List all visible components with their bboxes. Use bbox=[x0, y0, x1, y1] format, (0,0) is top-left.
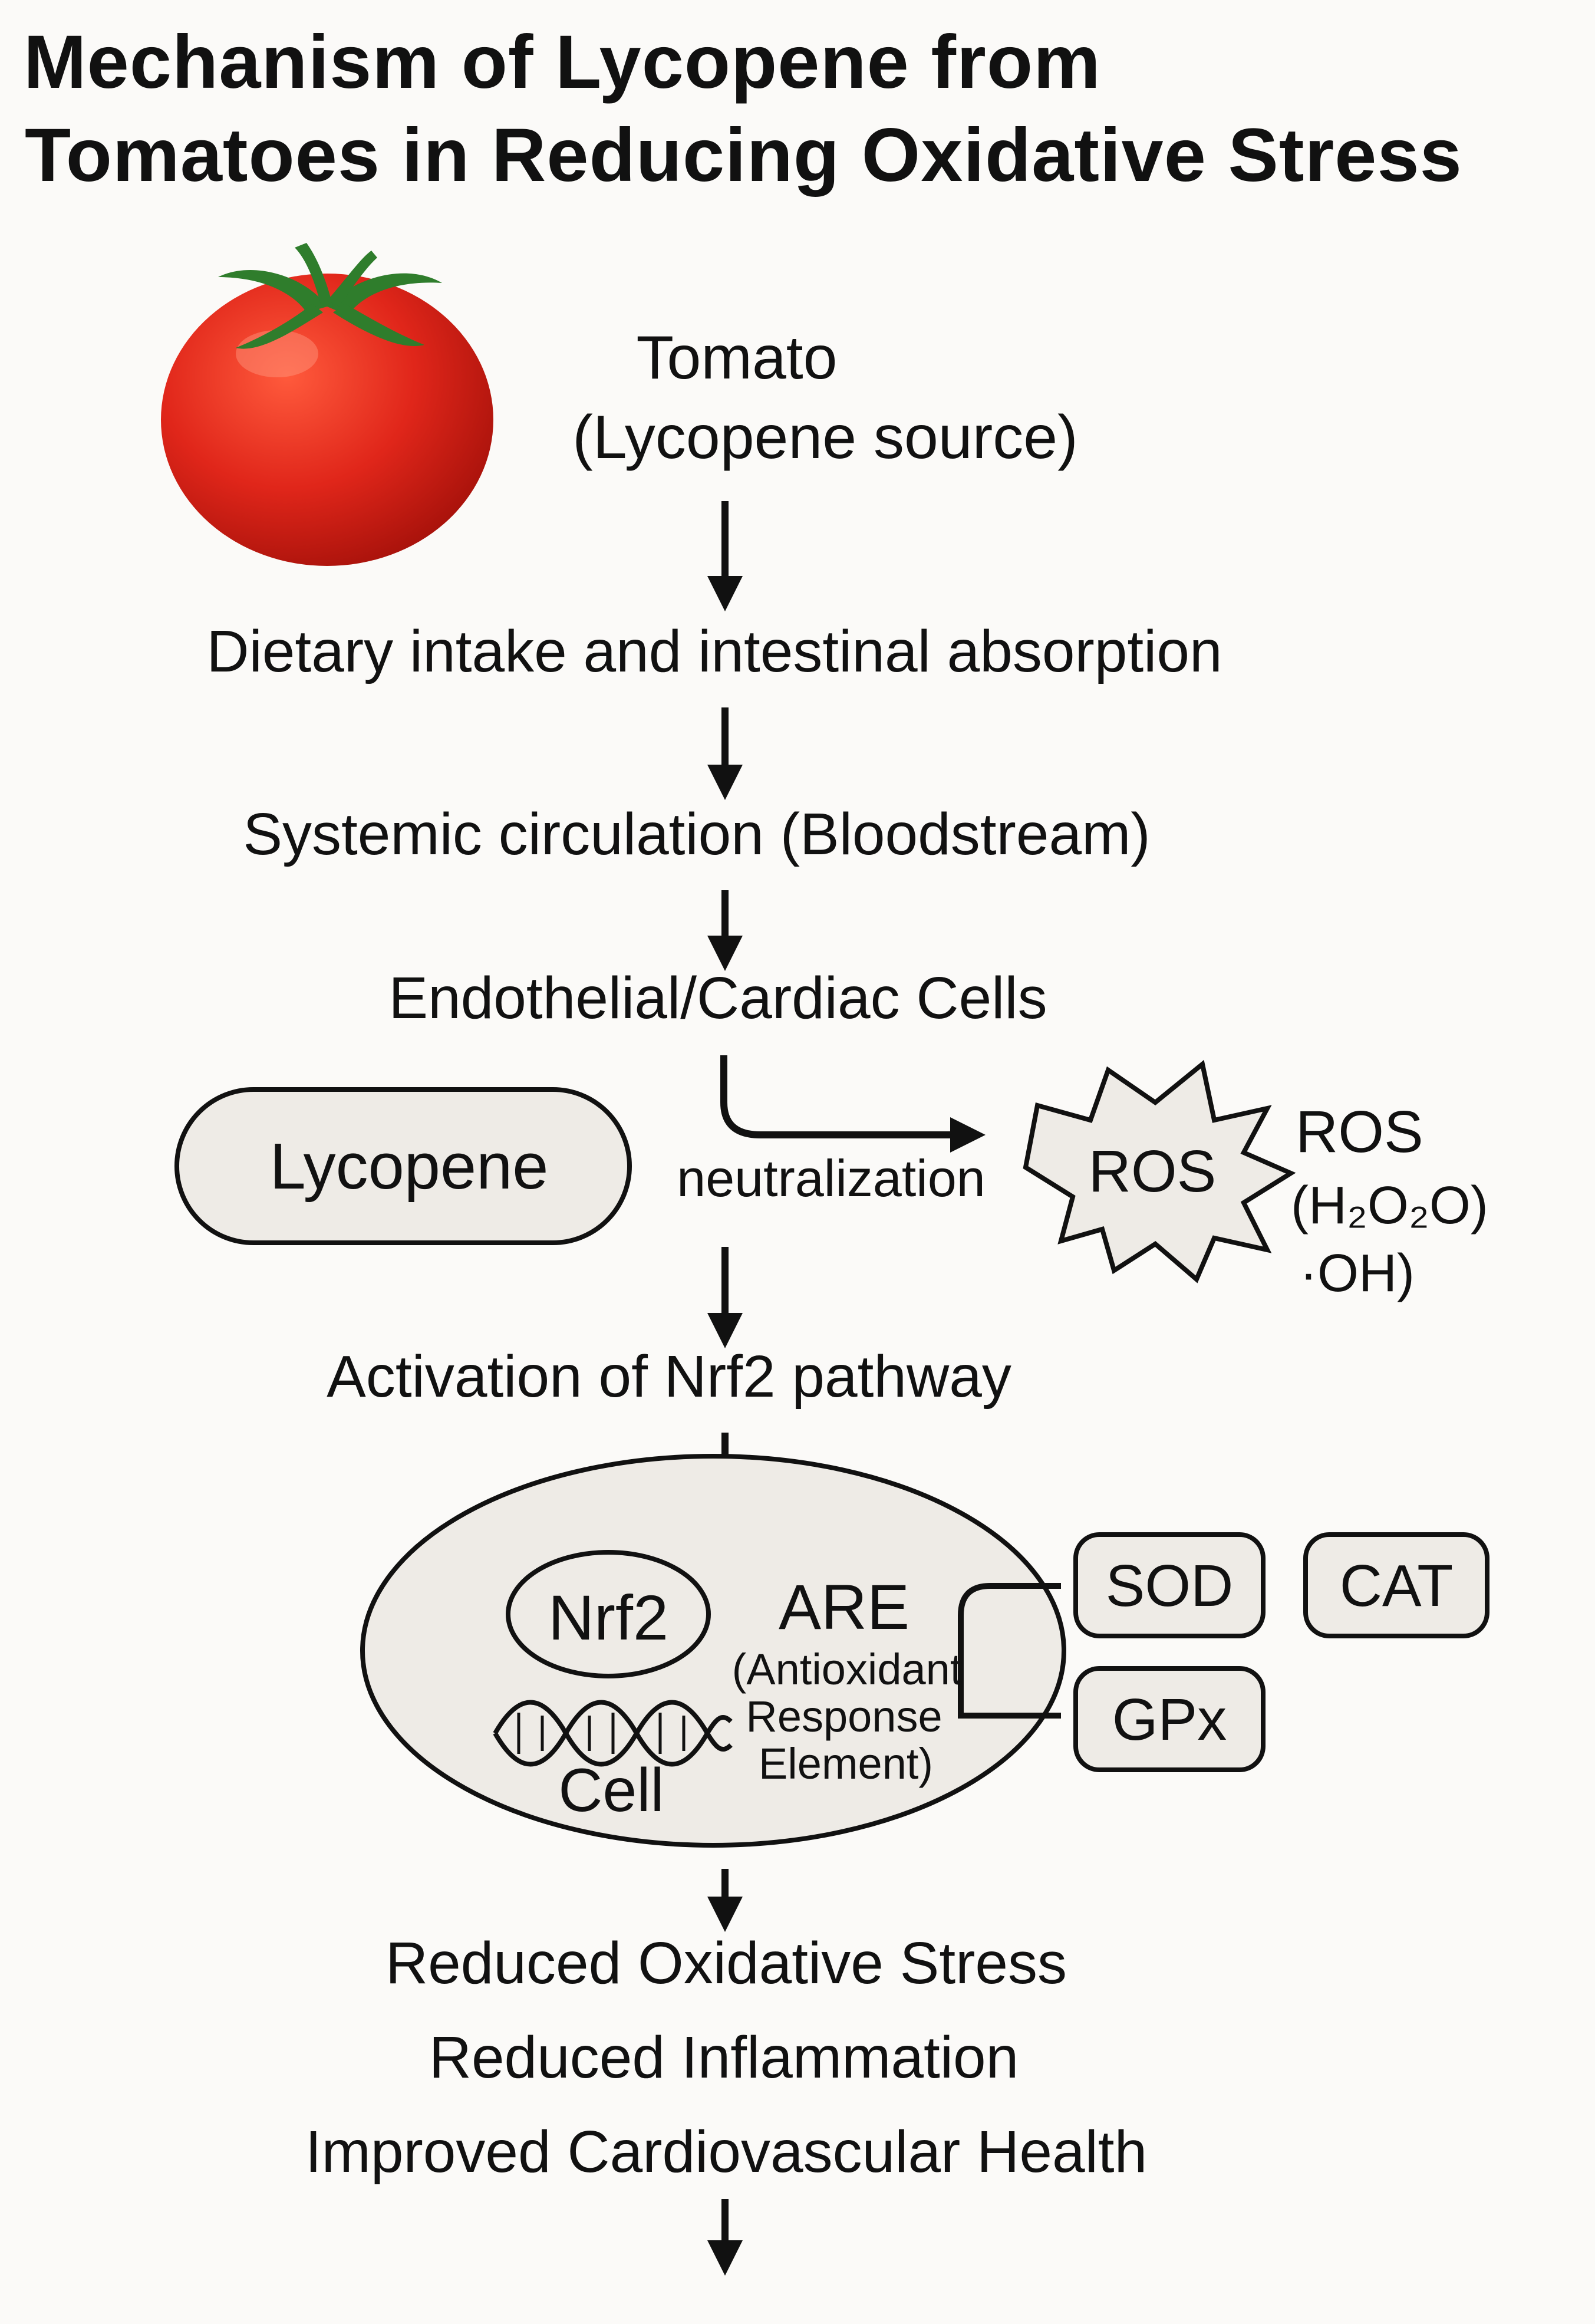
neutralization-label: neutralization bbox=[677, 1149, 986, 1207]
are-desc-line-2: Response bbox=[746, 1692, 943, 1741]
cat-label: CAT bbox=[1339, 1553, 1454, 1619]
are-label: ARE bbox=[778, 1571, 910, 1642]
step-endothelial-cells: Endothelial/Cardiac Cells bbox=[388, 965, 1047, 1031]
cell-ellipse bbox=[360, 1454, 1066, 1848]
lycopene-pill-shape bbox=[174, 1087, 632, 1245]
title-line-2: Tomatoes in Reducing Oxidative Stress bbox=[25, 113, 1462, 197]
gpx-label: GPx bbox=[1112, 1687, 1227, 1753]
lycopene-label: Lycopene bbox=[269, 1130, 549, 1203]
step-nrf2-activation: Activation of Nrf2 pathway bbox=[327, 1344, 1011, 1410]
sod-box bbox=[1073, 1532, 1266, 1638]
arrow-to-ros bbox=[720, 1055, 986, 1153]
title-line-1: Mechanism of Lycopene from bbox=[24, 20, 1101, 104]
are-desc-line-3: Element) bbox=[758, 1739, 934, 1788]
sod-label: SOD bbox=[1105, 1553, 1234, 1619]
ros-side-title: ROS bbox=[1296, 1099, 1423, 1165]
outcome-inflammation: Reduced Inflammation bbox=[429, 2025, 1019, 2091]
ros-burst-shape bbox=[1023, 1059, 1296, 1283]
are-desc-line-1: (Antioxidant bbox=[731, 1645, 963, 1694]
ros-species-line-2: ·OH) bbox=[1300, 1244, 1415, 1303]
dna-icon bbox=[493, 1700, 733, 1767]
outcome-oxidative-stress: Reduced Oxidative Stress bbox=[385, 1930, 1067, 1996]
ros-species-line-1: (H₂O₂O) bbox=[1291, 1176, 1488, 1235]
outcome-cardiovascular-health: Improved Cardiovascular Health bbox=[305, 2119, 1148, 2185]
cell-label: Cell bbox=[558, 1756, 664, 1825]
are-enzyme-bracket bbox=[958, 1583, 1061, 1719]
cat-box bbox=[1303, 1532, 1489, 1638]
step-dietary-intake: Dietary intake and intestinal absorption bbox=[206, 618, 1222, 684]
tomato-icon bbox=[161, 243, 493, 566]
source-name: Tomato bbox=[636, 324, 838, 392]
nrf2-label: Nrf2 bbox=[548, 1582, 669, 1653]
source-subtitle: (Lycopene source) bbox=[572, 403, 1078, 472]
ros-burst-label: ROS bbox=[1088, 1138, 1217, 1204]
gpx-box bbox=[1073, 1666, 1266, 1772]
nrf2-oval bbox=[506, 1550, 711, 1678]
step-systemic-circulation: Systemic circulation (Bloodstream) bbox=[243, 801, 1151, 867]
